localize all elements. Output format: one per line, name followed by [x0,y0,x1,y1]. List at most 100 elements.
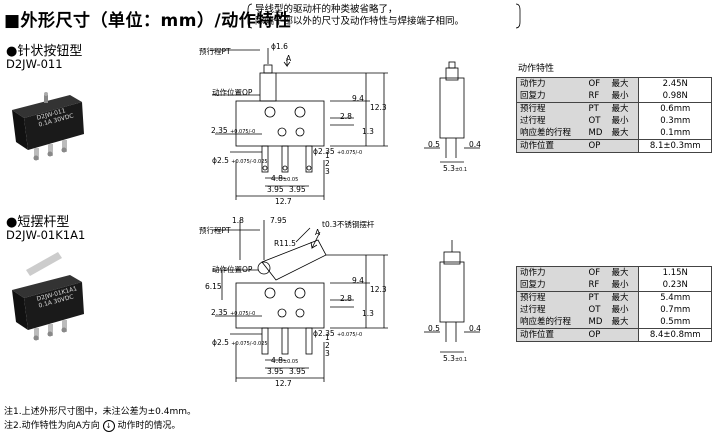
dim-4-8-2-val: 4.8 [271,356,283,365]
dim-2-5-1-tol: +0.075/-0.025 [231,159,268,165]
section2-title: ●短摆杆型 [6,215,70,230]
dim-2-35-right-2: ϕ2.35 +0.075/-0 [313,329,362,340]
spec-sym: PT [585,102,609,115]
dim-1-8-2: 1.8 [232,216,244,225]
spec-limit [608,139,639,153]
spec-sym: OT [585,304,609,316]
terminal-3-2: 3 [325,349,330,358]
dim-2-35-left-1: 2.35 +0.075/-0 [211,126,255,137]
spec-value: 0.6mm [638,102,712,115]
spec-value: 1.15N [638,266,712,279]
side-5-3-1: 5.3±0.1 [443,164,467,175]
side-5-3-2-val: 5.3 [443,354,455,363]
dim-9-4-2: 9.4 [352,276,364,285]
dim-3-95a-2: 3.95 [267,367,284,376]
terminal-3-1: 3 [325,167,330,176]
dim-2-35-right-2-val: ϕ2.35 [313,329,335,338]
footnote-2b-text: 动作时的情况。 [117,421,181,431]
dim-12-7-2: 12.7 [275,379,292,388]
spec-sym: OT [585,115,609,127]
dim-12-7-1: 12.7 [275,197,292,206]
direction-arrow-a-2 [310,231,321,250]
terminal-1-2: 1 [325,333,330,342]
dim-a-mark-1: A [286,54,292,63]
spec-name: 动作位置 [516,139,586,153]
spec-value: 5.4mm [638,291,712,304]
spec-name: 过行程 [516,115,586,127]
dim-2-8-2: 2.8 [340,294,352,303]
pretravel-label-1: 预行程PT [199,47,231,56]
dim-2-35-left-1-tol: +0.075/-0 [230,129,256,135]
dim-9-4-1: 9.4 [352,94,364,103]
spec-sym: OP [585,139,609,153]
dim-7-95-2: 7.95 [270,216,287,225]
header-note-line2: 除端子部以外的尺寸及动作特性与焊接端子相同。 [255,16,465,27]
terminal-2-1: 2 [325,159,330,168]
side-5-3-1-tol: ±0.1 [454,167,468,173]
spec-name: 预行程 [516,102,586,115]
spec-sym: PT [585,291,609,304]
spec-value: 0.7mm [638,304,712,316]
dim-1-3-2: 1.3 [362,309,374,318]
spec-sym: RF [585,279,609,292]
dim-2-35-right-2-tol: +0.075/-0 [337,332,363,338]
section1-title: ●针状按钮型 [6,44,83,59]
spec-limit: 最大 [608,266,639,279]
bracket-left [247,3,253,29]
spec-name: 过行程 [516,304,586,316]
bracket-right [515,3,521,29]
dim-2-35-right-1: ϕ2.35 +0.075/-0 [313,147,362,158]
pretravel-label-2: 预行程PT [199,226,231,235]
dim-2-5-1: ϕ2.5 +0.075/-0.025 [212,156,268,167]
spec-name: 回复力 [516,279,586,292]
dim-2-35-left-1-val: 2.35 [211,126,228,135]
operating-position-label-1: 动作位置OP [212,88,253,97]
dim-2-35-left-2: 2.35 +0.075/-0 [211,308,255,319]
spec-value: 0.23N [638,279,712,292]
terminal-2-2: 2 [325,341,330,350]
dim-top-dia-1: ϕ1.6 [271,42,288,51]
switch-body-1 [235,100,325,147]
dim-1-3-1: 1.3 [362,127,374,136]
spec-sym: OP [585,328,609,342]
spec-name: 响应差的行程 [516,316,586,329]
dim-r11-5-2: R11.5 [274,239,296,248]
dim-3-95b-2: 3.95 [289,367,306,376]
spec-name: 响应差的行程 [516,127,586,140]
spec-limit: 最小 [608,90,639,103]
dim-2-8-1: 2.8 [340,112,352,121]
side-5-3-2-tol: ±0.1 [454,357,468,363]
spec-name: 动作力 [516,77,586,90]
dim-12-3-1: 12.3 [370,103,387,112]
spec-value: 0.98N [638,90,712,103]
dim-2-35-left-2-tol: +0.075/-0 [230,311,256,317]
spec-name: 预行程 [516,291,586,304]
spec-limit: 最大 [608,127,639,140]
operating-position-label-2: 动作位置OP [212,265,253,274]
terminal-1-1: 1 [325,151,330,160]
spec-value: 0.1mm [638,127,712,140]
footnote-2: 注2.动作特性为向A方向 ↓ 动作时的情况。 [4,418,181,432]
specs-caption: 动作特性 [518,64,555,74]
dim-2-5-2-val: ϕ2.5 [212,338,229,347]
spec-limit: 最大 [608,316,639,329]
side-0-5-1: 0.5 [428,140,440,149]
